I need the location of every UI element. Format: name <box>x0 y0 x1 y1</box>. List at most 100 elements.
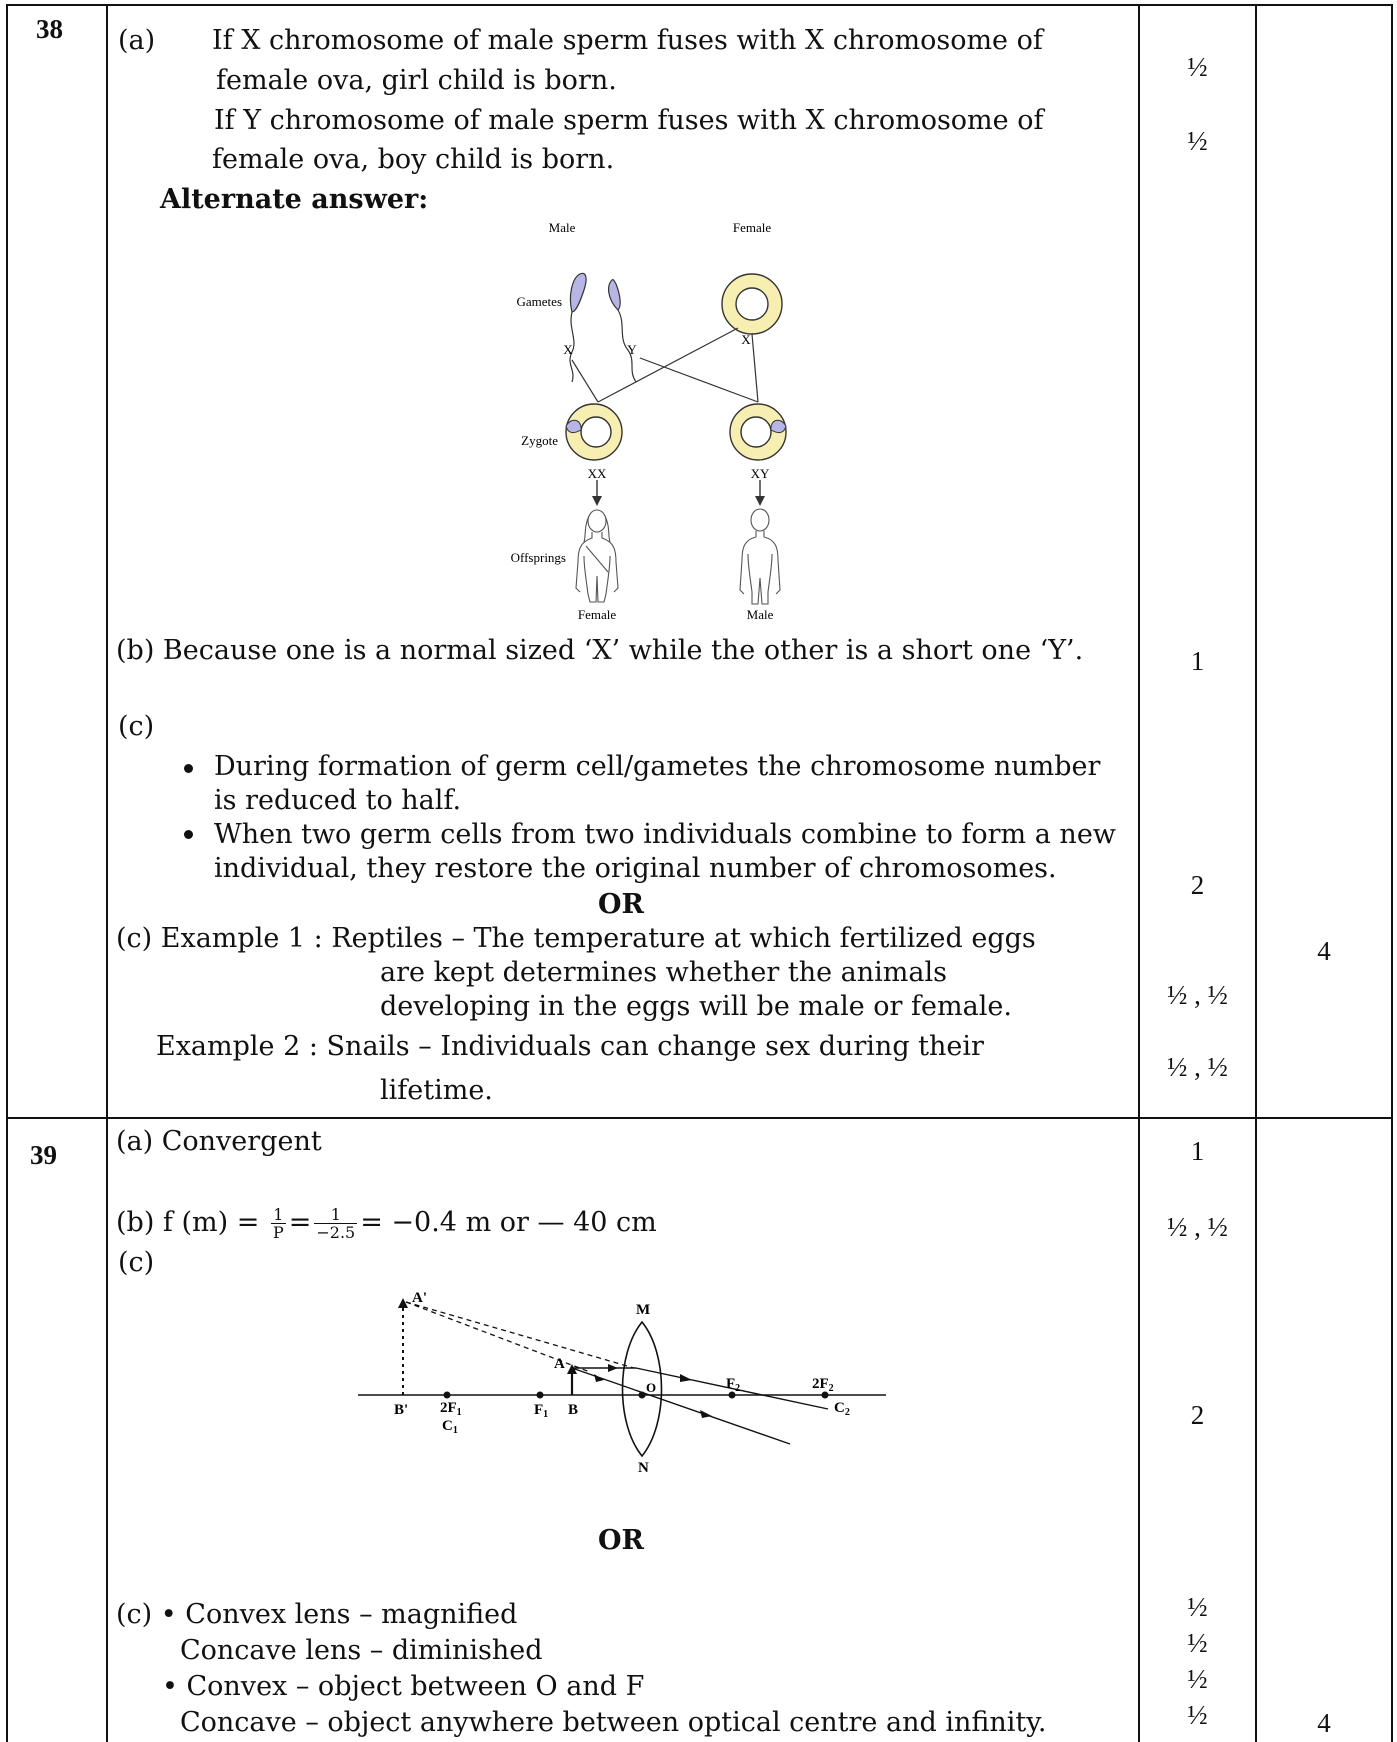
diagram-label-xy: XY <box>751 466 770 481</box>
example-line: lifetime. <box>380 1075 493 1106</box>
column-divider-3 <box>1255 4 1257 1742</box>
bullet-line: individual, they restore the original nu… <box>214 853 1057 884</box>
arrow-down-icon <box>592 480 602 506</box>
dashed-ray <box>405 1301 591 1373</box>
dashed-ray <box>405 1301 635 1369</box>
question-number: 39 <box>30 1140 57 1170</box>
fusion-line <box>597 327 739 403</box>
part-a-line: female ova, boy child is born. <box>212 144 615 175</box>
convex-lens-ray-diagram: A' M A O F2 2F2 B' 2F1 C1 F1 B C2 N <box>358 1290 886 1474</box>
label-m: M <box>636 1302 650 1318</box>
diagram-label-gametes: Gametes <box>517 294 562 309</box>
sperm-y-icon <box>608 279 637 383</box>
label-2f1: 2F1 <box>440 1400 462 1418</box>
bullet-icon <box>184 764 193 773</box>
question-number: 38 <box>36 14 63 44</box>
label-f1: F1 <box>534 1402 548 1420</box>
central-ray <box>571 1367 791 1445</box>
formula-result: = −0.4 m or — 40 cm <box>360 1207 657 1238</box>
zygote-xx-icon <box>565 403 623 461</box>
bullet-icon <box>184 830 193 839</box>
total-marks-cell: 4 <box>1317 936 1331 966</box>
diagram-label-offsprings: Offsprings <box>511 550 566 565</box>
ovum-icon <box>721 273 783 335</box>
bullet-line: When two germ cells from two individuals… <box>214 819 1116 850</box>
bullet-line: is reduced to half. <box>214 785 462 816</box>
or-divider-text: OR <box>598 1525 644 1556</box>
diagram-label-x-left: X <box>563 342 573 357</box>
label-a-prime: A' <box>412 1290 427 1306</box>
part-a-line: If Y chromosome of male sperm fuses with… <box>214 105 1044 136</box>
example-line: Example 2 : Snails – Individuals can cha… <box>156 1031 984 1062</box>
diagram-label-x-right: X <box>741 332 751 347</box>
marks-cell: ½ , ½ <box>1167 1212 1228 1242</box>
table-border-right <box>1391 4 1393 1742</box>
fusion-line <box>639 357 759 403</box>
diagram-label-zygote: Zygote <box>521 433 558 448</box>
label-a: A <box>554 1356 565 1372</box>
zygote-xy-icon <box>729 403 787 461</box>
fusion-line <box>571 359 599 403</box>
marks-cell: ½ <box>1187 126 1208 156</box>
example-line: developing in the eggs will be male or f… <box>380 991 1012 1022</box>
marks-cell: ½ <box>1187 1700 1208 1730</box>
label-c2: C2 <box>834 1400 850 1418</box>
object-arrow-head <box>567 1364 577 1374</box>
part-c-line: • Convex – object between O and F <box>162 1671 645 1702</box>
formula-prefix: (b) f (m) = <box>116 1207 268 1238</box>
point-2f1 <box>443 1391 451 1399</box>
refracted-ray <box>635 1367 829 1410</box>
diagram-label-male: Male <box>549 220 576 235</box>
marks-cell: ½ <box>1187 52 1208 82</box>
marks-cell: 1 <box>1190 646 1205 676</box>
part-b-text: (b) Because one is a normal sized ‘X’ wh… <box>116 635 1084 666</box>
point-f1 <box>536 1391 544 1399</box>
marks-cell: 1 <box>1190 1136 1205 1166</box>
table-border-top <box>6 4 1393 6</box>
sperm-x-icon <box>569 272 587 383</box>
bullet-line: During formation of germ cell/gametes th… <box>214 751 1101 782</box>
marks-cell: ½ , ½ <box>1167 980 1228 1010</box>
fraction-one-over-power: 1−2.5 <box>314 1205 358 1242</box>
table-border-left <box>6 4 8 1742</box>
point-f2 <box>728 1391 736 1399</box>
label-b-prime: B' <box>394 1402 408 1418</box>
total-marks-cell: 4 <box>1317 1708 1331 1738</box>
diagram-label-male-bottom: Male <box>747 607 774 622</box>
sex-determination-diagram: Male Female Gametes X Y X <box>511 220 787 622</box>
part-c-line: Concave – object anywhere between optica… <box>180 1707 1047 1738</box>
formula-equals: = <box>288 1207 312 1238</box>
part-c-label: (c) <box>118 1247 155 1278</box>
marks-cell: ½ <box>1187 1592 1208 1622</box>
label-o: O <box>646 1380 656 1395</box>
example-line: (c) Example 1 : Reptiles – The temperatu… <box>116 923 1036 954</box>
diagram-label-female: Female <box>733 220 771 235</box>
label-f2: F2 <box>726 1376 740 1394</box>
diagram-label-xx: XX <box>588 466 607 481</box>
label-n: N <box>638 1460 649 1474</box>
label-b: B <box>568 1402 578 1418</box>
example-line: are kept determines whether the animals <box>380 957 947 988</box>
label-c1: C1 <box>442 1418 458 1436</box>
part-c-line: (c) • Convex lens – magnified <box>116 1599 518 1630</box>
column-divider-1 <box>106 4 108 1742</box>
row-divider <box>6 1117 1393 1119</box>
marks-cell: ½ <box>1187 1628 1208 1658</box>
part-a-label: (a) <box>118 25 156 56</box>
male-figure-icon <box>739 508 781 605</box>
convex-lens <box>621 1320 663 1458</box>
part-a-text: (a) Convergent <box>116 1126 322 1157</box>
image-arrow-head <box>398 1298 408 1308</box>
marks-cell: 2 <box>1190 1400 1205 1430</box>
arrow-down-icon <box>755 480 765 506</box>
part-a-line: If X chromosome of male sperm fuses with… <box>212 25 1043 56</box>
column-divider-2 <box>1138 4 1140 1742</box>
or-divider-text: OR <box>598 889 644 920</box>
part-c-line: Concave lens – diminished <box>180 1635 543 1666</box>
part-a-line: female ova, girl child is born. <box>216 65 617 96</box>
female-figure-icon <box>575 509 619 603</box>
fusion-line <box>751 333 759 403</box>
point-o <box>638 1391 646 1399</box>
